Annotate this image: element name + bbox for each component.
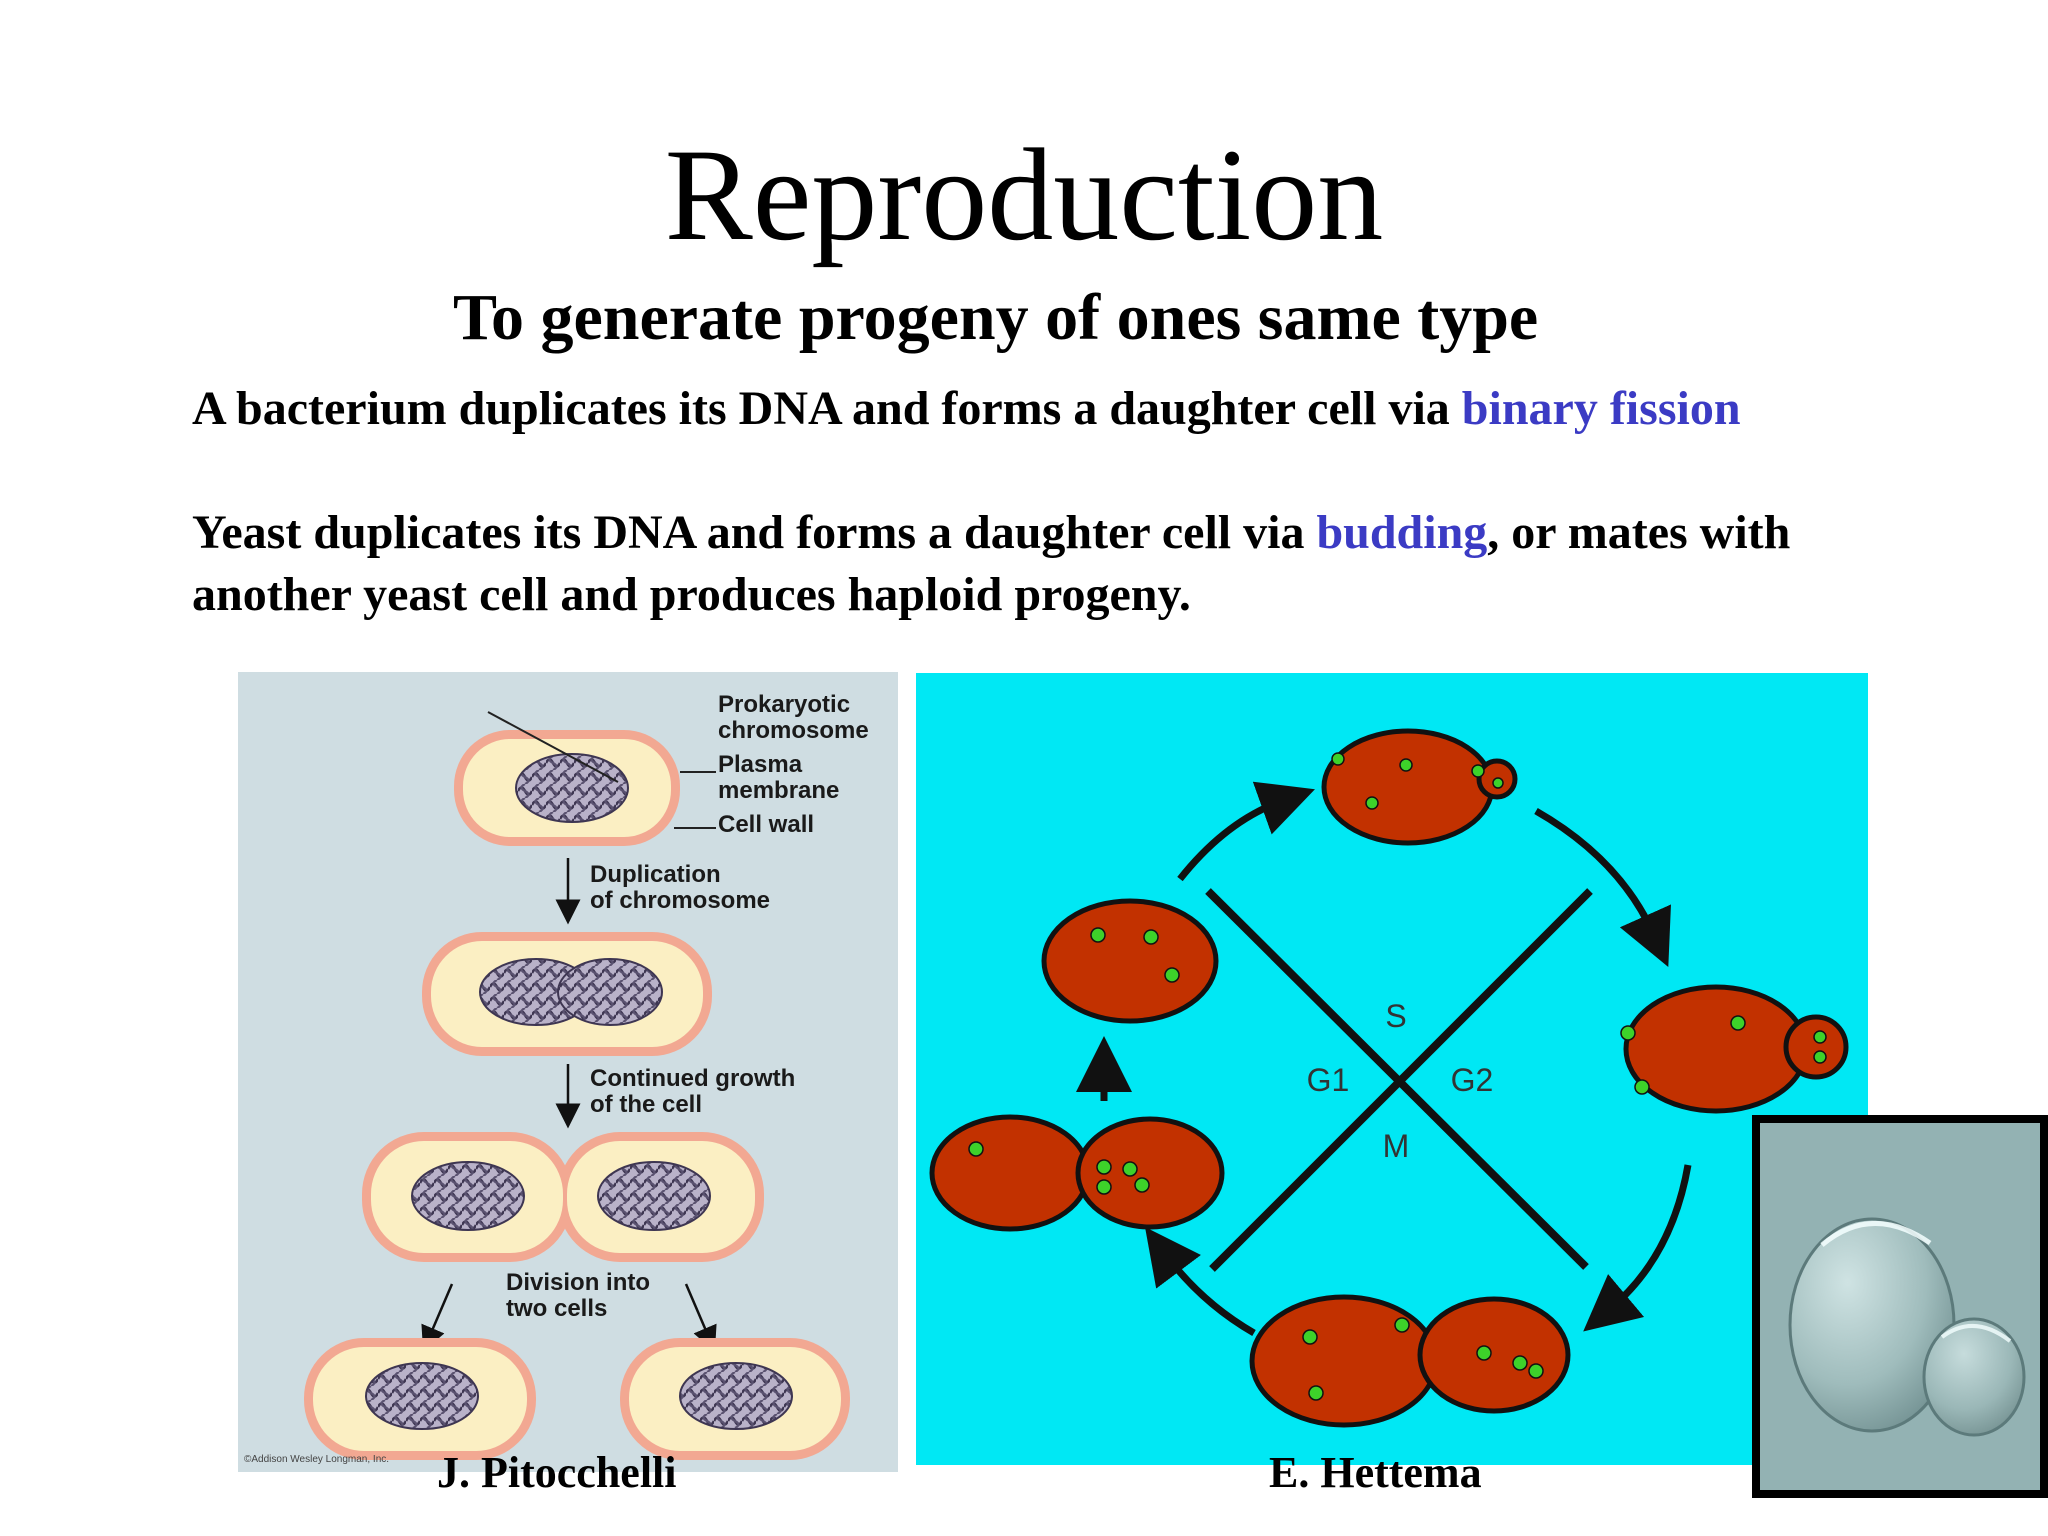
daughter-cell-right bbox=[620, 1338, 850, 1460]
cycle-arrow-icon bbox=[1144, 1227, 1256, 1337]
para2-text-after: , or mates with bbox=[1487, 506, 1791, 559]
budding-paragraph: Yeast duplicates its DNA and forms a dau… bbox=[192, 502, 1790, 626]
bacterium-cell-2 bbox=[422, 932, 712, 1056]
yeast-cell-m-phase bbox=[1249, 1294, 1571, 1428]
slide-title: Reproduction bbox=[664, 121, 1384, 268]
chromosome-icon bbox=[597, 1161, 711, 1231]
yeast-cell-cycle-diagram: S G1 G2 M bbox=[916, 673, 1868, 1465]
label-prokaryotic-1: Prokaryotic bbox=[718, 691, 850, 718]
phase-m-label: M bbox=[1383, 1128, 1410, 1164]
chromosome-icon bbox=[679, 1362, 793, 1430]
phase-s-label: S bbox=[1385, 998, 1406, 1034]
budding-yeast-micrograph bbox=[1752, 1115, 2048, 1498]
yeast-cell-g1 bbox=[1041, 898, 1219, 1024]
label-duplication-1: Duplication bbox=[590, 861, 721, 888]
caption-pitocchelli: J. Pitocchelli bbox=[437, 1448, 677, 1497]
down-right-arrow-icon bbox=[684, 1283, 717, 1352]
yeast-cell-s-phase bbox=[1321, 728, 1518, 846]
binary-fission-term: binary fission bbox=[1461, 382, 1741, 435]
budding-term: budding bbox=[1316, 506, 1488, 559]
label-plasma-2: membrane bbox=[718, 777, 839, 804]
label-growth-2: of the cell bbox=[590, 1091, 702, 1118]
phase-g2-label: G2 bbox=[1451, 1062, 1494, 1098]
daughter-cell-left bbox=[304, 1338, 536, 1460]
para2-text: Yeast duplicates its DNA and forms a dau… bbox=[192, 506, 1317, 559]
label-duplication-2: of chromosome bbox=[590, 887, 770, 914]
chromosome-icon bbox=[365, 1362, 479, 1430]
para2-line1: Yeast duplicates its DNA and forms a dau… bbox=[192, 502, 1790, 564]
para2-line2: another yeast cell and produces haploid … bbox=[192, 568, 1191, 621]
caption-hettema: E. Hettema bbox=[1269, 1448, 1482, 1497]
slide-subtitle: To generate progeny of ones same type bbox=[453, 281, 1539, 354]
para1-text: A bacterium duplicates its DNA and forms… bbox=[192, 382, 1462, 435]
cycle-arrow-icon bbox=[1534, 807, 1671, 967]
label-division-1: Division into bbox=[506, 1269, 650, 1296]
label-cell-wall: Cell wall bbox=[718, 811, 814, 838]
copyright-notice: ©Addison Wesley Longman, Inc. bbox=[244, 1454, 389, 1465]
phase-g1-label: G1 bbox=[1307, 1062, 1350, 1098]
label-prokaryotic-2: chromosome bbox=[718, 717, 869, 744]
leader-line-chromosome bbox=[487, 711, 619, 783]
label-plasma-1: Plasma bbox=[718, 751, 803, 778]
label-growth-1: Continued growth bbox=[590, 1065, 795, 1092]
chromosome-icon bbox=[411, 1161, 525, 1231]
phase-divider-line-2 bbox=[1209, 888, 1593, 1272]
cycle-arrow-icon bbox=[1177, 781, 1315, 882]
chromosome-icon bbox=[557, 958, 663, 1026]
cycle-arrow-icon bbox=[1583, 1164, 1692, 1332]
down-left-arrow-icon bbox=[421, 1283, 454, 1352]
label-division-2: two cells bbox=[506, 1295, 607, 1322]
yeast-cell-g2 bbox=[1620, 984, 1849, 1114]
binary-fission-diagram: Prokaryotic chromosome Plasma membrane C… bbox=[238, 672, 898, 1472]
chromosome-icon bbox=[515, 753, 629, 823]
binary-fission-paragraph: A bacterium duplicates its DNA and forms… bbox=[192, 378, 1741, 440]
yeast-daughter-cells bbox=[929, 1114, 1225, 1232]
bud-cell bbox=[1922, 1317, 2026, 1437]
bacterium-cell-dividing bbox=[362, 1132, 764, 1262]
bacterium-cell-1 bbox=[454, 730, 680, 846]
